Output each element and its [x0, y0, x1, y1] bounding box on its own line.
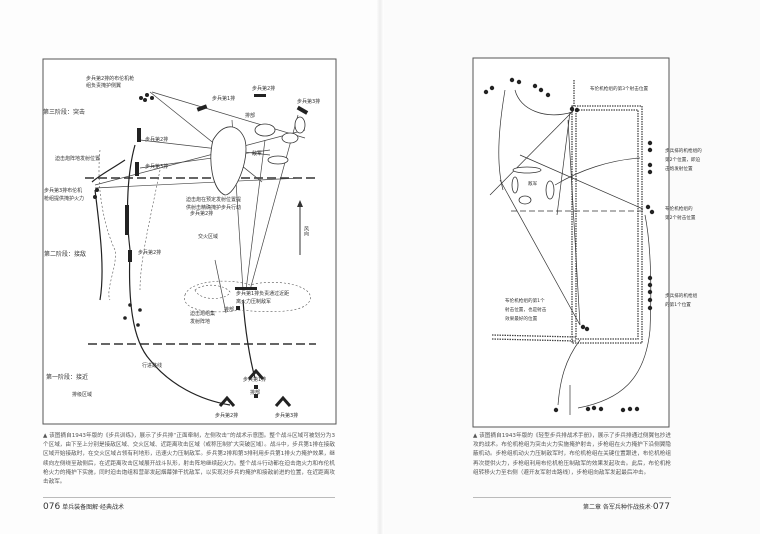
- label-platoon2-mid: 步兵第2排: [145, 136, 168, 143]
- right-diagram-labels: 布伦机枪组的第3个射击位置 步兵排的机枪组的 第2个位置，即迫 击炮发射位置 敌…: [505, 85, 702, 322]
- label-route: 行进路线: [142, 362, 162, 369]
- label-mortar-group-line2: 发射阵地: [190, 318, 210, 325]
- label-mortar-group: 迫击炮组集: [190, 310, 215, 317]
- label-bren-3rd-platoon: 步兵第3排布伦机: [44, 187, 82, 194]
- label-hq-mid: 排部: [224, 306, 234, 313]
- label-platoon2-top: 步兵第2排: [252, 85, 275, 92]
- left-figure-caption: ▲ 该图摘自1943年版的《步兵训练》，展示了步兵排“正面牵制，左侧攻击”的战术…: [43, 433, 335, 486]
- label-bren-3rd-platoon-line2: 枪组提供掩护火力: [44, 195, 84, 202]
- terrain-contours: [98, 149, 311, 313]
- label-enemy-right: 敌军: [528, 180, 538, 187]
- label-bren-pos2: 布伦机枪组的: [665, 205, 693, 212]
- label-fire-zone: 交火区域: [198, 233, 218, 240]
- label-platoon1-top: 步兵第1排: [212, 95, 235, 102]
- label-rifle-pos2: 步兵排的机枪组的: [665, 147, 702, 154]
- label-phase2: 第二阶段：接敌: [44, 250, 86, 258]
- label-hq-bottom: 排部: [250, 389, 260, 396]
- right-enemy-position: [511, 166, 555, 205]
- left-footer-rule: [43, 497, 335, 498]
- label-rifle-pos1: 步兵排的机枪组: [665, 292, 698, 299]
- label-platoon2-bottom: 步兵第2排: [215, 412, 238, 419]
- label-platoon3-mid: 步兵第3排: [145, 163, 168, 170]
- right-figure-caption: ▲ 该图摘自1943年版的《轻型步兵排战术手册》，展示了步兵排通过侧翼包抄进攻的…: [473, 433, 671, 476]
- label-bren-pos1: 布伦机枪组的第1个: [505, 297, 545, 304]
- label-bren-pos1-line2: 射击位置，也是射击: [505, 306, 547, 313]
- label-bren-pos2-line2: 第2个射击位置: [665, 214, 696, 221]
- right-fire-lines: [489, 89, 652, 415]
- label-platoon1-suppress: 步兵第1排负责通过近距: [236, 290, 289, 297]
- left-diagram-frame: [42, 58, 337, 425]
- right-footer-rule: [473, 497, 671, 498]
- label-bren-pos3: 布伦机枪组的第3个射击位置: [590, 85, 648, 92]
- hedgerows: [491, 80, 643, 344]
- label-platoon2-phase2: 步兵第2排: [138, 249, 161, 256]
- left-diagram-labels: 步兵第2排的布伦机枪 组负责掩护侧翼 第三阶段：突击 步兵第1排 步兵第2排 步…: [43, 75, 320, 419]
- label-platoon2-lower: 步兵第2排: [190, 210, 213, 217]
- label-platoon1-bottom: 步兵第1排: [243, 376, 266, 383]
- platoon-tents: [218, 368, 292, 407]
- label-start-line: 排级区域: [72, 391, 92, 398]
- left-running-title: 单兵装备图解·经典战术: [62, 504, 125, 511]
- label-platoon1-suppress-line2: 离火力压制敌军: [236, 298, 271, 305]
- label-bren-2nd-platoon: 步兵第2排的布伦机枪: [86, 75, 134, 82]
- right-folio: 第二章 各军兵种作战技术·077: [583, 502, 670, 512]
- label-mortar-fire-pos: 迫击炮阵地发射位置: [55, 155, 100, 162]
- left-folio: 076 单兵装备图解·经典战术: [43, 502, 124, 512]
- label-mortar-support: 迫击炮在预定发射位置提: [186, 196, 241, 203]
- label-wind: 风向: [303, 226, 309, 236]
- label-bren-2nd-platoon-line2: 组负责掩护侧翼: [86, 82, 121, 89]
- label-platoon3-top: 步兵第3排: [297, 98, 320, 105]
- label-platoon3-bottom: 步兵第3排: [275, 412, 298, 419]
- label-hq-top: 排部: [245, 112, 255, 119]
- label-rifle-pos2-line3: 击炮发射位置: [665, 165, 693, 172]
- label-rifle-pos2-line2: 第2个位置，即迫: [665, 156, 700, 163]
- book-gutter: [376, 0, 384, 534]
- unit-markers: [93, 93, 309, 398]
- wind-arrow: [297, 200, 303, 255]
- right-running-title: 第二章 各军兵种作战技术·: [582, 504, 653, 511]
- label-rifle-pos1-line2: 的第1个位置: [665, 301, 691, 308]
- enemy-woods: [210, 116, 306, 196]
- right-unit-markers: [483, 77, 655, 413]
- label-enemy: 敌军: [252, 150, 262, 157]
- left-page-number: 076: [43, 502, 61, 512]
- right-diagram-frame: [472, 57, 670, 428]
- label-bren-pos1-line3: 效果最好的位置: [505, 315, 538, 322]
- label-mortar-support-line2: 供射击精确掩护步兵行动: [186, 204, 241, 211]
- label-phase1: 第一阶段：接近: [46, 373, 88, 381]
- right-page-number: 077: [652, 502, 670, 512]
- label-phase3: 第三阶段：突击: [43, 108, 85, 116]
